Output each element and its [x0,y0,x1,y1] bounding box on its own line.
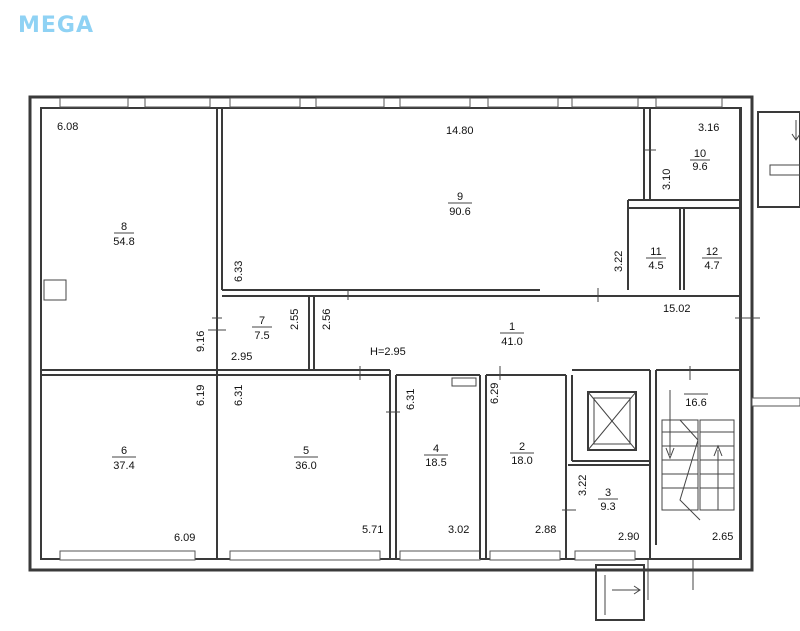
room-12-label: 12 4.7 [702,246,722,272]
dimension-label: 9.16 [195,331,207,352]
dimension-label: 3.22 [613,251,625,272]
interior-walls [41,108,741,559]
dimension-label: 6.19 [195,385,207,406]
room-area: 18.5 [425,457,446,469]
room-number: 10 [694,148,706,160]
room-stair-label: 16.6 [684,393,708,409]
room-area: 4.5 [648,260,663,272]
room-labels: 8 54.8 9 90.6 10 9.6 11 4.5 12 4.7 7 7.5 [112,148,722,513]
room-number: 2 [519,441,525,453]
dimension-label: 6.33 [233,261,245,282]
dimension-labels: 6.08 14.80 3.16 3.10 3.22 6.33 2.55 2.56… [57,121,733,544]
room-number: 5 [303,445,309,457]
dimension-label: 2.65 [712,531,733,543]
dimension-label: 3.10 [661,169,673,190]
room-number: 3 [605,487,611,499]
room-area: 41.0 [501,336,522,348]
room-area: 36.0 [295,460,316,472]
room-10-label: 10 9.6 [690,148,710,173]
windows-top [59,97,723,108]
room-6-label: 6 37.4 [112,445,136,472]
room-area: 9.6 [692,161,707,173]
dimension-label: 5.71 [362,524,383,536]
room-2-label: 2 18.0 [510,441,534,467]
room-9-label: 9 90.6 [448,191,472,218]
room-5-label: 5 36.0 [294,445,318,472]
room-area: 37.4 [113,460,134,472]
room-area: 90.6 [449,206,470,218]
room-11-label: 11 4.5 [646,246,666,272]
room-area: 7.5 [254,330,269,342]
room-number: 1 [509,321,515,333]
room-number: 6 [121,445,127,457]
dimension-label: 6.31 [405,389,417,410]
room-number: 7 [259,315,265,327]
windows-bottom [59,550,636,561]
dimension-label: 15.02 [663,303,691,315]
dimension-label: 2.88 [535,524,556,536]
exterior-structures [595,111,800,621]
room-area: 54.8 [113,236,134,248]
dimension-label: 3.22 [577,475,589,496]
dimension-label: 14.80 [446,125,474,137]
dimension-label: 2.55 [289,309,301,330]
dimension-label: 2.95 [231,351,252,363]
brand-logo: MEGA [14,10,98,40]
room-number: 9 [457,191,463,203]
room-7-label: 7 7.5 [252,315,272,342]
elevator-shaft [587,391,637,451]
logo-text: MEGA [17,12,94,38]
dimension-label: 3.02 [448,524,469,536]
staircase [661,390,735,521]
dimension-label: 3.16 [698,122,719,134]
dimension-label: 2.56 [321,309,333,330]
room-number: 12 [706,246,718,258]
room-area: 4.7 [704,260,719,272]
dimension-label: 6.31 [233,385,245,406]
door-marks [29,149,760,511]
room-1-label: 1 41.0 [500,321,524,348]
room-area: 9.3 [600,501,615,513]
room-3-label: 3 9.3 [598,487,618,513]
room-8-label: 8 54.8 [113,221,134,248]
dimension-label: 6.09 [174,532,195,544]
dimension-label: 6.08 [57,121,78,133]
room-4-label: 4 18.5 [424,443,448,469]
room-area: 16.6 [685,397,706,409]
room-number: 8 [121,221,127,233]
dimension-label: 2.90 [618,531,639,543]
room-number: 4 [433,443,439,455]
dimension-label: 6.29 [489,383,501,404]
room-number: 11 [650,246,661,258]
room-area: 18.0 [511,455,532,467]
ceiling-height-label: H=2.95 [370,346,406,358]
